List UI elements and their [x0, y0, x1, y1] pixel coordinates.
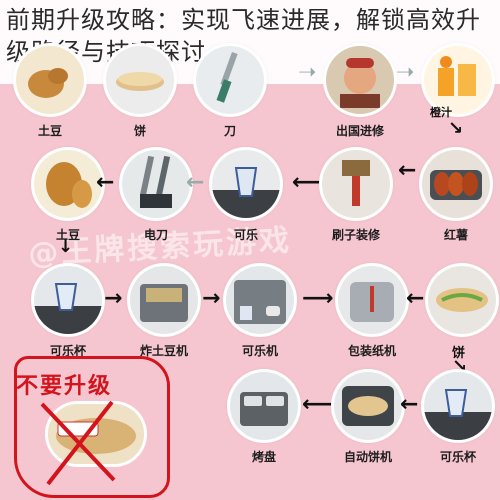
- step-label: 烤盘: [251, 450, 276, 464]
- step-electric-knife: 电刀: [114, 150, 198, 246]
- step-potato-2: 土豆: [26, 150, 110, 246]
- step-label: 可乐: [233, 228, 258, 242]
- cola-machine-icon: [226, 266, 294, 334]
- arrow-left-icon: ←: [186, 170, 205, 195]
- step-label: 炸土豆机: [139, 344, 188, 358]
- arrow-left-icon: ←: [400, 392, 419, 417]
- no-upgrade-label: 不要升级: [16, 374, 113, 399]
- step-orange-juice: [416, 46, 500, 142]
- step-label: 可乐机: [241, 344, 278, 358]
- step-label: 刀: [223, 124, 236, 138]
- cross-mark-icon: [40, 400, 116, 486]
- cola-cup-icon: [34, 266, 102, 334]
- step-label: 出国进修: [335, 124, 384, 138]
- fryer-icon: [130, 266, 198, 334]
- step-knife: 刀: [188, 46, 272, 142]
- step-fryer: 炸土豆机: [122, 266, 206, 362]
- potato-icon: [16, 46, 84, 114]
- step-cola-cup-1: 可乐杯: [26, 266, 110, 362]
- knife-icon: [196, 46, 264, 114]
- side-note-flatbread: 饼: [452, 346, 466, 361]
- arrow-left-icon: ←: [406, 286, 425, 311]
- brush-icon: [322, 150, 390, 218]
- arrow-right-icon: →: [202, 286, 221, 311]
- arrow-right-icon: →: [104, 286, 123, 311]
- arrow-left-icon: ←: [96, 170, 115, 195]
- potato-icon: [34, 150, 102, 218]
- step-label: 红薯: [443, 228, 468, 242]
- arrow-down-icon: ↘: [452, 356, 468, 377]
- step-label: 可乐杯: [439, 450, 476, 464]
- step-baking-tray: 烤盘: [222, 372, 306, 468]
- electric-knife-icon: [122, 150, 190, 218]
- arrow-down-icon: ↘: [448, 118, 464, 139]
- step-sweet-potato: 红薯: [414, 150, 498, 246]
- cola-cup-icon: [424, 372, 492, 440]
- step-brush-renovation: 刷子装修: [314, 150, 398, 246]
- step-label: 电刀: [143, 228, 168, 242]
- step-label: 可乐杯: [49, 344, 86, 358]
- step-label: 自动饼机: [343, 450, 392, 464]
- chef-icon: [326, 46, 394, 114]
- step-cola: 可乐: [204, 150, 288, 246]
- step-auto-bread-machine: 自动饼机: [326, 372, 410, 468]
- sweet-potato-icon: [422, 150, 490, 218]
- arrow-left-icon: ⟵: [292, 170, 324, 195]
- step-cola-machine: 可乐机: [218, 266, 302, 362]
- wrap-icon: [428, 266, 496, 334]
- step-flatbread: 饼: [98, 46, 182, 142]
- step-potato-1: 土豆: [8, 46, 92, 142]
- side-note-orange-juice: 橙汁: [430, 106, 452, 119]
- step-study-abroad: 出国进修: [318, 46, 402, 142]
- wrapper-machine-icon: [338, 266, 406, 334]
- arrow-right-icon: ➝: [298, 60, 317, 85]
- step-label: 饼: [133, 124, 146, 138]
- step-wrapper-machine: 包装纸机: [330, 266, 414, 362]
- biscuit-icon: [48, 404, 144, 464]
- arrow-right-icon: ➝: [396, 60, 415, 85]
- no-upgrade-frame: [14, 356, 170, 498]
- auto-bread-machine-icon: [334, 372, 402, 440]
- baking-tray-icon: [230, 372, 298, 440]
- step-wrap: [420, 266, 500, 362]
- arrow-right-icon: ⟶: [302, 286, 334, 311]
- flatbread-icon: [106, 46, 174, 114]
- step-label: 土豆: [37, 124, 62, 138]
- step-label: 包装纸机: [347, 344, 396, 358]
- cola-icon: [212, 150, 280, 218]
- page-title: 前期升级攻略：实现飞速进展，解锁高效升级路径与技巧探讨: [6, 6, 481, 66]
- step-label: 刷子装修: [331, 228, 380, 242]
- step-label: 土豆: [55, 228, 80, 242]
- arrow-left-icon: ⟵: [302, 392, 334, 417]
- step-cola-cup-2: 可乐杯: [416, 372, 500, 468]
- arrow-down-icon: ↓: [58, 236, 74, 257]
- orange-juice-icon: [424, 46, 492, 114]
- arrow-left-icon: ←: [398, 158, 417, 183]
